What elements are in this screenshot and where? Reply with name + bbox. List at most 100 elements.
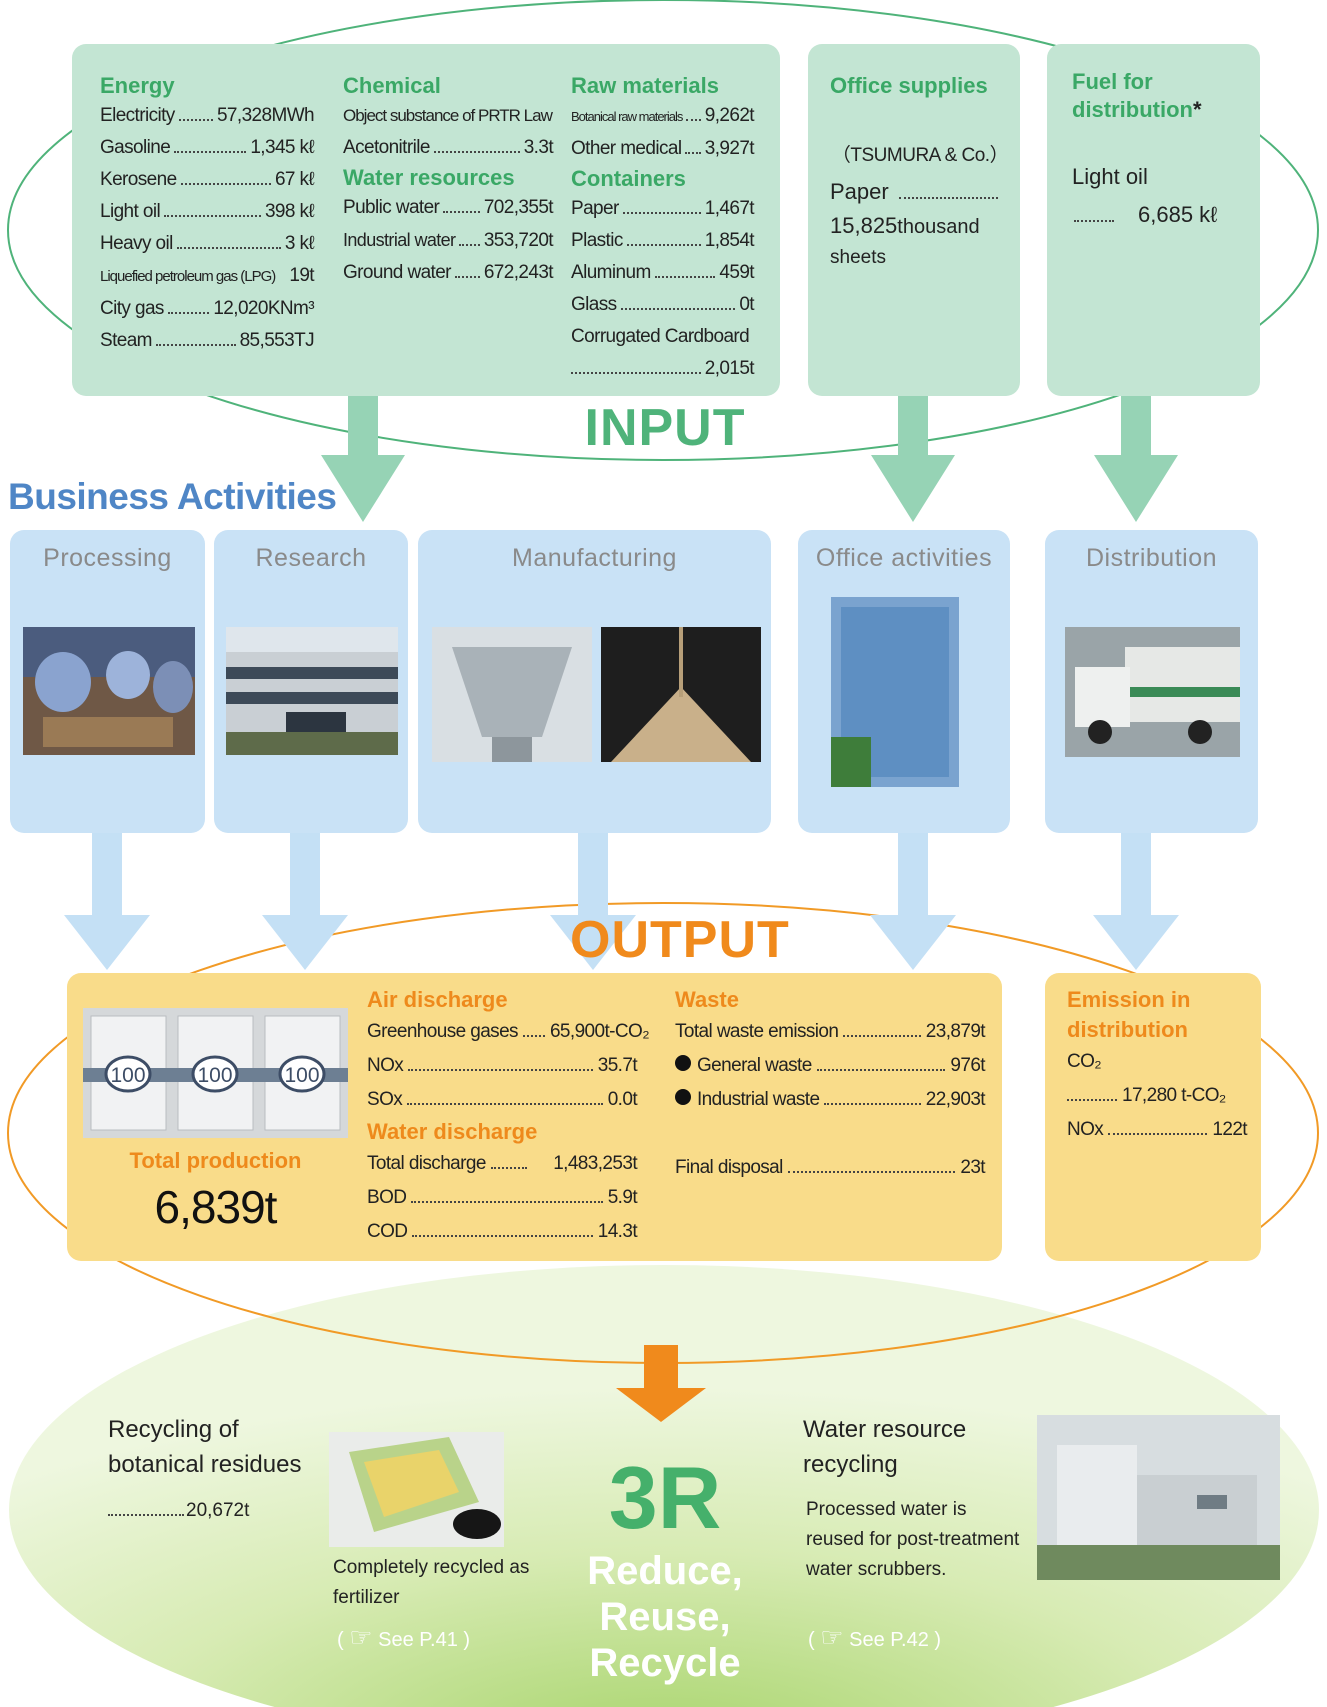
office-paper-row: Paper (830, 179, 1010, 205)
activity-manufacturing-label: Manufacturing (512, 544, 677, 572)
arrow-out-office (870, 830, 956, 970)
chemical-subheading: Object substance of PRTR Law (343, 106, 553, 125)
3r-title: 3R (608, 1448, 722, 1547)
water-scrubber-photo (1037, 1415, 1280, 1580)
office-company: （TSUMURA & Co.） (831, 145, 1009, 166)
bullet-icon (675, 1089, 691, 1105)
office-supplies-column: Office supplies （TSUMURA & Co.） Paper 15… (830, 72, 1010, 269)
arrow-input-fuel (1094, 380, 1178, 522)
input-arrows (321, 380, 1178, 522)
water-discharge-heading: Water discharge (367, 1119, 538, 1144)
activity-office-label: Office activities (815, 544, 993, 572)
activity-processing: Processing (10, 530, 205, 833)
waste-heading: Waste (675, 987, 739, 1012)
input-ellipse (7, 0, 1319, 461)
pointing-hand-icon: ☞ (349, 1622, 373, 1652)
input-main-box (72, 44, 780, 396)
see-p41-link[interactable]: ( ☞ See P.41 ) (337, 1622, 471, 1652)
arrow-out-processing (64, 830, 150, 970)
activity-manufacturing: Manufacturing (418, 530, 771, 833)
fertilizer-photo (329, 1432, 504, 1547)
arrow-to-3r (616, 1345, 706, 1422)
recycle-ellipse (9, 1265, 1319, 1707)
input-office-box (808, 44, 1020, 396)
input-title: INPUT (584, 399, 746, 457)
containers-heading: Containers (571, 166, 686, 191)
office-paper-unit: sheets (830, 247, 886, 268)
product-package-image: 100 100 100 (83, 1008, 348, 1138)
arrow-out-manufacturing (550, 830, 636, 970)
office-paper-value: 15,825thousand (830, 213, 980, 238)
water-resources-heading: Water resources (343, 165, 515, 190)
office-photo (831, 597, 959, 787)
activity-office: Office activities (798, 530, 1010, 833)
chemical-heading: Chemical (343, 73, 441, 98)
emission-co2-label: CO₂ (1067, 1051, 1102, 1072)
arrow-input-main (321, 380, 405, 522)
total-production-value: 6,839t (154, 1181, 278, 1233)
output-arrows (64, 830, 1179, 970)
fuel-label: Light oil (1072, 164, 1148, 189)
package-number-2: 100 (197, 1064, 232, 1087)
raw-materials-heading: Raw materials (571, 73, 719, 98)
activity-distribution-label: Distribution (1085, 544, 1218, 572)
3r-words: Reduce, Reuse, Recycle (587, 1549, 743, 1685)
energy-row: Liquefied petroleum gas (LPG)19t (100, 265, 315, 286)
water-recycling-desc: Processed water is reused for post-treat… (806, 1499, 1020, 1580)
air-discharge-heading: Air discharge (367, 987, 508, 1012)
total-production-label: Total production (129, 1148, 302, 1173)
container-row: Corrugated Cardboard (571, 326, 750, 347)
processing-photo (23, 627, 195, 755)
recycling-residues-value: 20,672t (108, 1500, 249, 1522)
activity-research-label: Research (255, 544, 367, 572)
pointing-hand-icon: ☞ (820, 1622, 844, 1652)
fuel-value-row: 6,685 kℓ (1072, 202, 1252, 228)
see-p42-link[interactable]: ( ☞ See P.42 ) (808, 1622, 942, 1652)
arrow-input-office (871, 380, 955, 522)
emission-co2-row: 17,280 t-CO₂ (1067, 1079, 1247, 1113)
office-supplies-heading: Office supplies (830, 73, 988, 98)
bullet-icon (675, 1055, 691, 1071)
energy-heading: Energy (100, 73, 175, 98)
package-number-1: 100 (110, 1064, 145, 1087)
activity-distribution: Distribution (1045, 530, 1258, 833)
chemical-water-column: Chemical Object substance of PRTR Law Ac… (343, 72, 554, 289)
arrow-out-research (262, 830, 348, 970)
output-title: OUTPUT (570, 911, 790, 969)
research-photo (226, 627, 398, 755)
